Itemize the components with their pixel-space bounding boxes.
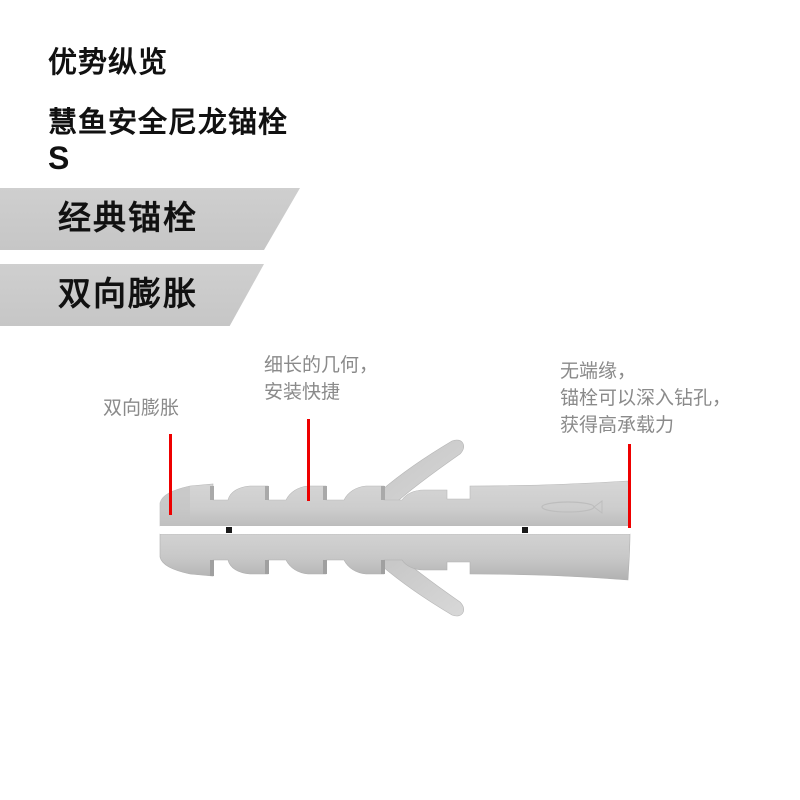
callout-line: 锚栓可以深入钻孔， xyxy=(560,387,732,409)
pointer-line-tip xyxy=(169,434,172,515)
product-model: S xyxy=(48,140,71,176)
callout-line: 双向膨胀 xyxy=(103,397,180,419)
section-title: 优势纵览 xyxy=(48,45,169,79)
callout-line: 无端缘， xyxy=(560,360,637,382)
pointer-line-ribs xyxy=(307,419,310,501)
feature-banner-label: 双向膨胀 xyxy=(58,274,198,313)
callout-collar: 无端缘， 锚栓可以深入钻孔， 获得高承载力 xyxy=(560,358,731,439)
product-name: 慧鱼安全尼龙锚栓 xyxy=(48,105,289,139)
callout-line: 细长的几何， xyxy=(264,354,379,376)
nylon-anchor-illustration xyxy=(159,439,631,617)
feature-banner-label: 经典锚栓 xyxy=(58,198,198,237)
feature-banner-classic-anchor: 经典锚栓 xyxy=(0,188,300,250)
callout-line: 安装快捷 xyxy=(264,381,341,403)
pointer-line-collar xyxy=(628,444,631,528)
feature-banner-dual-expansion: 双向膨胀 xyxy=(0,264,264,326)
callout-ribs: 细长的几何， 安装快捷 xyxy=(264,352,378,406)
callout-tip: 双向膨胀 xyxy=(103,395,179,422)
callout-line: 获得高承载力 xyxy=(560,414,675,436)
